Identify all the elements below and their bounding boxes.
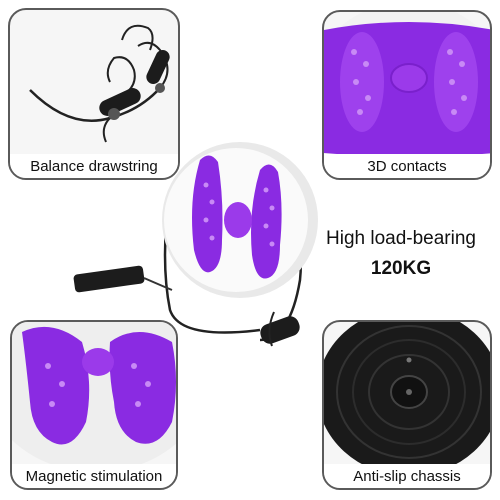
panel-caption-balance-drawstring: Balance drawstring	[10, 154, 178, 178]
anti-slip-base-icon	[324, 322, 490, 476]
anti-slip-chassis-panel: Anti-slip chassis	[322, 320, 492, 490]
panel-caption-anti-slip-chassis: Anti-slip chassis	[324, 464, 490, 488]
resistance-band-icon	[29, 24, 170, 143]
magnetic-foot-plate-icon	[12, 322, 176, 472]
balance-drawstring-panel: Balance drawstring	[8, 8, 180, 180]
3d-contacts-panel: 3D contacts	[322, 10, 492, 180]
magnetic-stimulation-panel: Magnetic stimulation	[10, 320, 178, 490]
footprint-plate-icon	[324, 12, 490, 162]
twist-board-product-icon	[73, 142, 318, 347]
panel-caption-magnetic-stimulation: Magnetic stimulation	[12, 464, 176, 488]
load-capacity-value: 120KG	[370, 258, 432, 279]
panel-caption-3d-contacts: 3D contacts	[324, 154, 490, 178]
load-bearing-label: High load-bearing	[326, 228, 476, 249]
